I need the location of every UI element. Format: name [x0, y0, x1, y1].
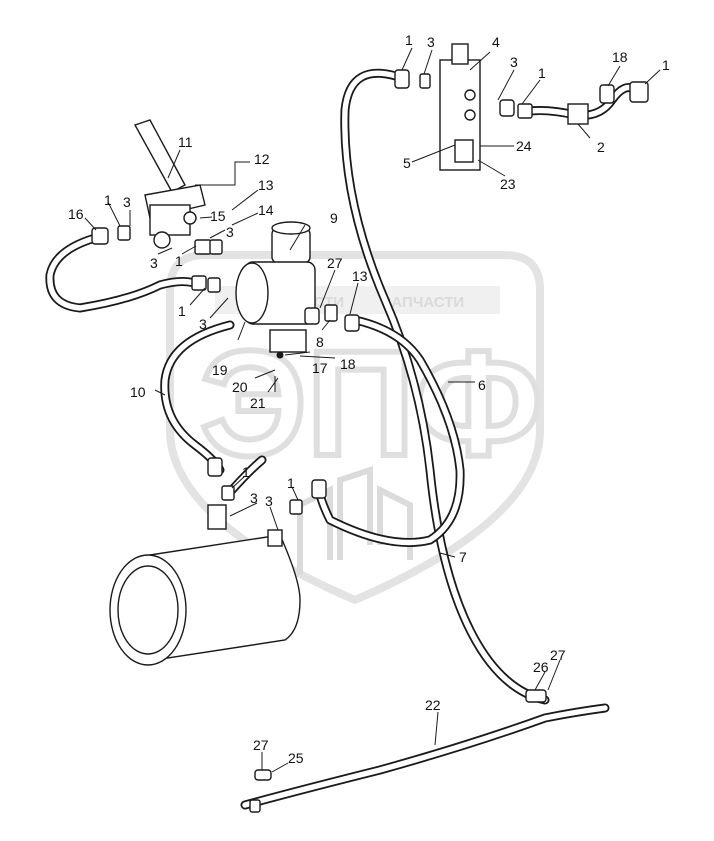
part-number: 22	[425, 697, 441, 713]
part-number: 4	[492, 34, 500, 50]
part-number: 6	[478, 377, 486, 393]
part-number: 3	[150, 255, 158, 271]
part-number: 12	[254, 151, 270, 167]
part-number: 19	[212, 362, 228, 378]
part-number: 1	[242, 464, 250, 480]
part-number: 18	[612, 49, 628, 65]
part-number: 1	[538, 65, 546, 81]
part-number: 1	[175, 253, 183, 269]
part-number: 1	[178, 303, 186, 319]
part-number: 27	[253, 737, 269, 753]
part-number: 5	[403, 155, 411, 171]
part-number: 25	[288, 750, 304, 766]
part-number: 3	[226, 224, 234, 240]
pedal-valve-11	[133, 119, 206, 249]
part-number: 10	[130, 384, 146, 400]
part-number: 14	[258, 202, 274, 218]
part-number: 24	[516, 138, 532, 154]
air-tank	[109, 504, 301, 666]
part-number: 13	[352, 268, 368, 284]
valve-block-5	[439, 43, 481, 171]
part-number: 18	[340, 356, 356, 372]
leader-lines	[84, 47, 661, 773]
part-number: 20	[232, 379, 248, 395]
part-number: 26	[533, 659, 549, 675]
part-number: 27	[327, 255, 343, 271]
part-number: 3	[510, 54, 518, 70]
part-number-labels: 1 3 4 3 1 18 1 11 12 13 14 15 3 16 1 3 3…	[68, 32, 670, 766]
part-number: 13	[258, 177, 274, 193]
part-number: 2	[597, 139, 605, 155]
part-number: 1	[405, 32, 413, 48]
unit-9	[235, 221, 316, 359]
part-number: 15	[210, 208, 226, 224]
part-number: 3	[265, 493, 273, 509]
part-number: 16	[68, 206, 84, 222]
part-number: 9	[330, 210, 338, 226]
part-number: 3	[250, 490, 258, 506]
part-number: 3	[123, 194, 131, 210]
part-number: 8	[316, 334, 324, 350]
part-number: 23	[500, 176, 516, 192]
part-number: 3	[199, 316, 207, 332]
part-number: 11	[178, 134, 193, 150]
hose-lines	[45, 68, 640, 810]
watermark-text-right: ЗАПЧАСТИ	[382, 294, 464, 311]
part-number: 27	[550, 647, 566, 663]
part-number: 7	[459, 549, 467, 565]
part-number: 1	[104, 192, 112, 208]
fittings	[91, 69, 649, 813]
part-number: 21	[250, 395, 266, 411]
part-number: 1	[662, 57, 670, 73]
part-number: 17	[312, 360, 328, 376]
part-number: 3	[427, 34, 435, 50]
part-number: 1	[287, 475, 295, 491]
